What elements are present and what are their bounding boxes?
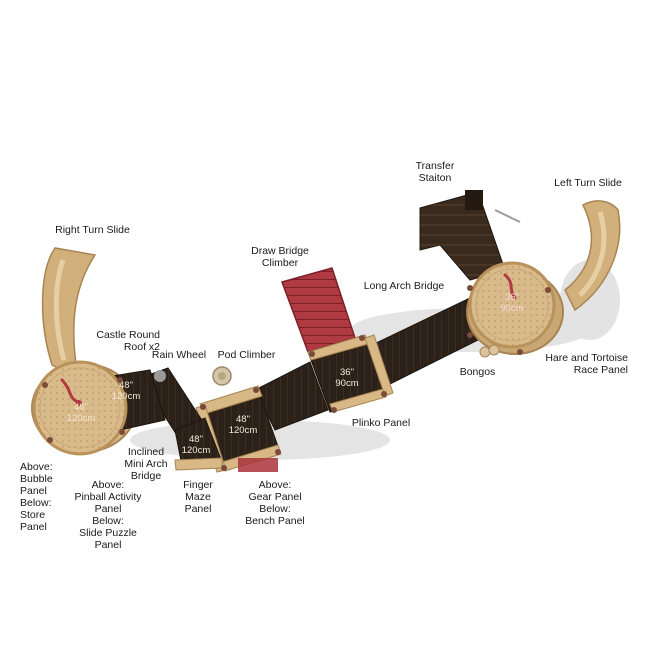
dim-left-round: 48" 120cm [66, 402, 96, 424]
dim-center-deck: 48" 120cm [228, 414, 258, 436]
castle-round-roof-right [468, 261, 556, 349]
posts [42, 285, 551, 471]
label-bongos: Bongos [459, 366, 496, 378]
dim-mini-deck: 48" 120cm [181, 434, 211, 456]
dim-right-round: 36" 90cm [500, 292, 524, 314]
dim-mid-deck: 36" 90cm [335, 367, 359, 389]
left-turn-slide [564, 200, 621, 312]
mid-deck [307, 334, 394, 413]
pod-climber [212, 366, 232, 386]
label-finger-maze: Finger Maze Panel [183, 479, 213, 515]
label-gear-bench: Above: Gear Panel Below: Bench Panel [245, 479, 305, 527]
label-left-turn-slide: Left Turn Slide [554, 177, 622, 189]
label-bubble-store: Above: Bubble Panel Below: Store Panel [20, 461, 53, 533]
label-long-arch-bridge: Long Arch Bridge [363, 280, 445, 292]
rain-wheel [154, 370, 166, 382]
castle-round-roof-left [32, 360, 128, 456]
label-inclined-mini-arch: Inclined Mini Arch Bridge [124, 446, 168, 482]
transfer-station [419, 190, 521, 281]
label-pod-climber: Pod Climber [217, 349, 276, 361]
right-turn-slide [41, 247, 97, 380]
bongos [479, 344, 500, 358]
label-hare-tortoise: Hare and Tortoise Race Panel [545, 352, 628, 376]
label-draw-bridge-climber: Draw Bridge Climber [251, 245, 309, 269]
label-rain-wheel: Rain Wheel [151, 349, 207, 361]
mini-deck [174, 417, 223, 471]
connector-bridge [254, 361, 329, 431]
draw-bridge-climber [281, 267, 356, 353]
label-pinball-slide-puzzle: Above: Pinball Activity Panel Below: Sli… [74, 479, 142, 551]
dim-left-deck: 48" 120cm [111, 380, 141, 402]
label-right-turn-slide: Right Turn Slide [55, 224, 130, 236]
label-castle-round-roof: Castle Round Roof x2 [96, 329, 160, 353]
label-transfer-station: Transfer Staiton [415, 160, 455, 184]
label-plinko-panel: Plinko Panel [351, 417, 411, 429]
